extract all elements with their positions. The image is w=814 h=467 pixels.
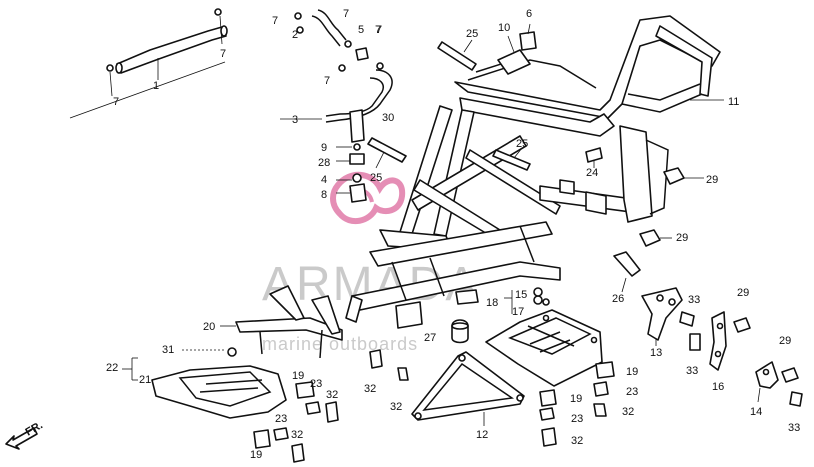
callout-c6: 6 <box>526 8 532 20</box>
callout-c18: 18 <box>486 297 498 309</box>
callout-c12: 12 <box>476 429 488 441</box>
part-20-bumper <box>220 285 343 359</box>
callout-c7d: 7 <box>343 8 349 20</box>
callout-c24: 24 <box>586 167 598 179</box>
callout-c32e: 32 <box>571 435 583 447</box>
callout-c7c: 7 <box>272 15 278 27</box>
callout-c7a: 7 <box>113 96 119 108</box>
callout-c7f: 7 <box>324 75 330 87</box>
callout-c9: 9 <box>321 142 327 154</box>
callout-c15: 15 <box>515 289 527 301</box>
callout-c29a: 29 <box>706 174 718 186</box>
callout-c32d: 32 <box>622 406 634 418</box>
callout-c29b: 29 <box>676 232 688 244</box>
callout-c1: 1 <box>153 80 159 92</box>
callout-c3: 3 <box>292 114 298 126</box>
fittings-stack <box>336 109 367 203</box>
callout-c16: 16 <box>712 381 724 393</box>
callout-c17: 17 <box>512 306 524 318</box>
callout-c32f: 32 <box>291 429 303 441</box>
callout-c27: 27 <box>424 332 436 344</box>
callout-c25c: 25 <box>516 138 528 150</box>
callout-c32c: 32 <box>390 401 402 413</box>
part-3-hose <box>280 9 393 123</box>
callout-c4: 4 <box>321 174 327 186</box>
watermark-tagline: marine outboards <box>262 334 418 354</box>
part-26-stud <box>613 251 641 293</box>
part-29-nuts <box>639 167 799 383</box>
watermark-logo <box>330 171 406 225</box>
callout-c22: 22 <box>106 362 118 374</box>
callout-c19d: 19 <box>250 449 262 461</box>
part-33-bolts <box>679 311 803 407</box>
callout-c19b: 19 <box>626 366 638 378</box>
callout-c20: 20 <box>203 321 215 333</box>
callout-c28: 28 <box>318 157 330 169</box>
callout-c25a: 25 <box>466 28 478 40</box>
callout-c11: 11 <box>728 96 739 108</box>
arrow-icon <box>5 427 38 450</box>
part-10-mount <box>497 23 537 75</box>
callout-c8: 8 <box>321 189 327 201</box>
parts-15-17-18 <box>504 287 550 314</box>
part-14-bracket <box>755 361 779 403</box>
callout-c13: 13 <box>650 347 662 359</box>
callout-c29d: 29 <box>779 335 791 347</box>
callout-c23c: 23 <box>571 413 583 425</box>
callout-c25b: 25 <box>370 172 382 184</box>
part-21-front-skid <box>122 347 287 419</box>
callout-c7g: 7 <box>376 24 382 36</box>
callout-c33c: 33 <box>788 422 800 434</box>
callout-c21: 21 <box>139 374 151 386</box>
callout-c10: 10 <box>498 22 510 34</box>
front-direction-arrow: FR. <box>5 419 45 450</box>
part-24-tag <box>585 147 603 168</box>
callout-c33b: 33 <box>686 365 698 377</box>
callout-c32a: 32 <box>326 389 338 401</box>
part-13-bracket <box>641 287 683 346</box>
callout-c30: 30 <box>382 112 394 124</box>
part-16-bracket <box>709 311 727 371</box>
part-11-main-frame <box>345 15 724 329</box>
part-17-skid-plate <box>485 309 603 387</box>
callout-c32b: 32 <box>364 383 376 395</box>
callout-c26: 26 <box>612 293 624 305</box>
center-fasteners <box>539 361 615 447</box>
callout-c23d: 23 <box>275 413 287 425</box>
callout-c31: 31 <box>162 344 174 356</box>
direction-label: FR. <box>24 419 45 438</box>
callout-c5: 5 <box>358 24 364 36</box>
callout-c14: 14 <box>750 406 762 418</box>
callout-c7b: 7 <box>220 48 226 60</box>
callout-c23b: 23 <box>626 386 638 398</box>
callout-c19c: 19 <box>570 393 582 405</box>
callout-c23a: 23 <box>310 378 322 390</box>
callout-c2: 2 <box>292 29 298 41</box>
callout-c7e: 7 <box>375 24 381 36</box>
callout-c29c: 29 <box>737 287 749 299</box>
part-1-tube <box>69 8 228 119</box>
part-27-cap <box>451 319 469 344</box>
lower-left-fasteners <box>253 349 409 463</box>
callout-c33a: 33 <box>688 294 700 306</box>
callout-c19a: 19 <box>292 370 304 382</box>
part-12-brace <box>411 351 525 426</box>
part-25-bolts <box>367 39 531 171</box>
